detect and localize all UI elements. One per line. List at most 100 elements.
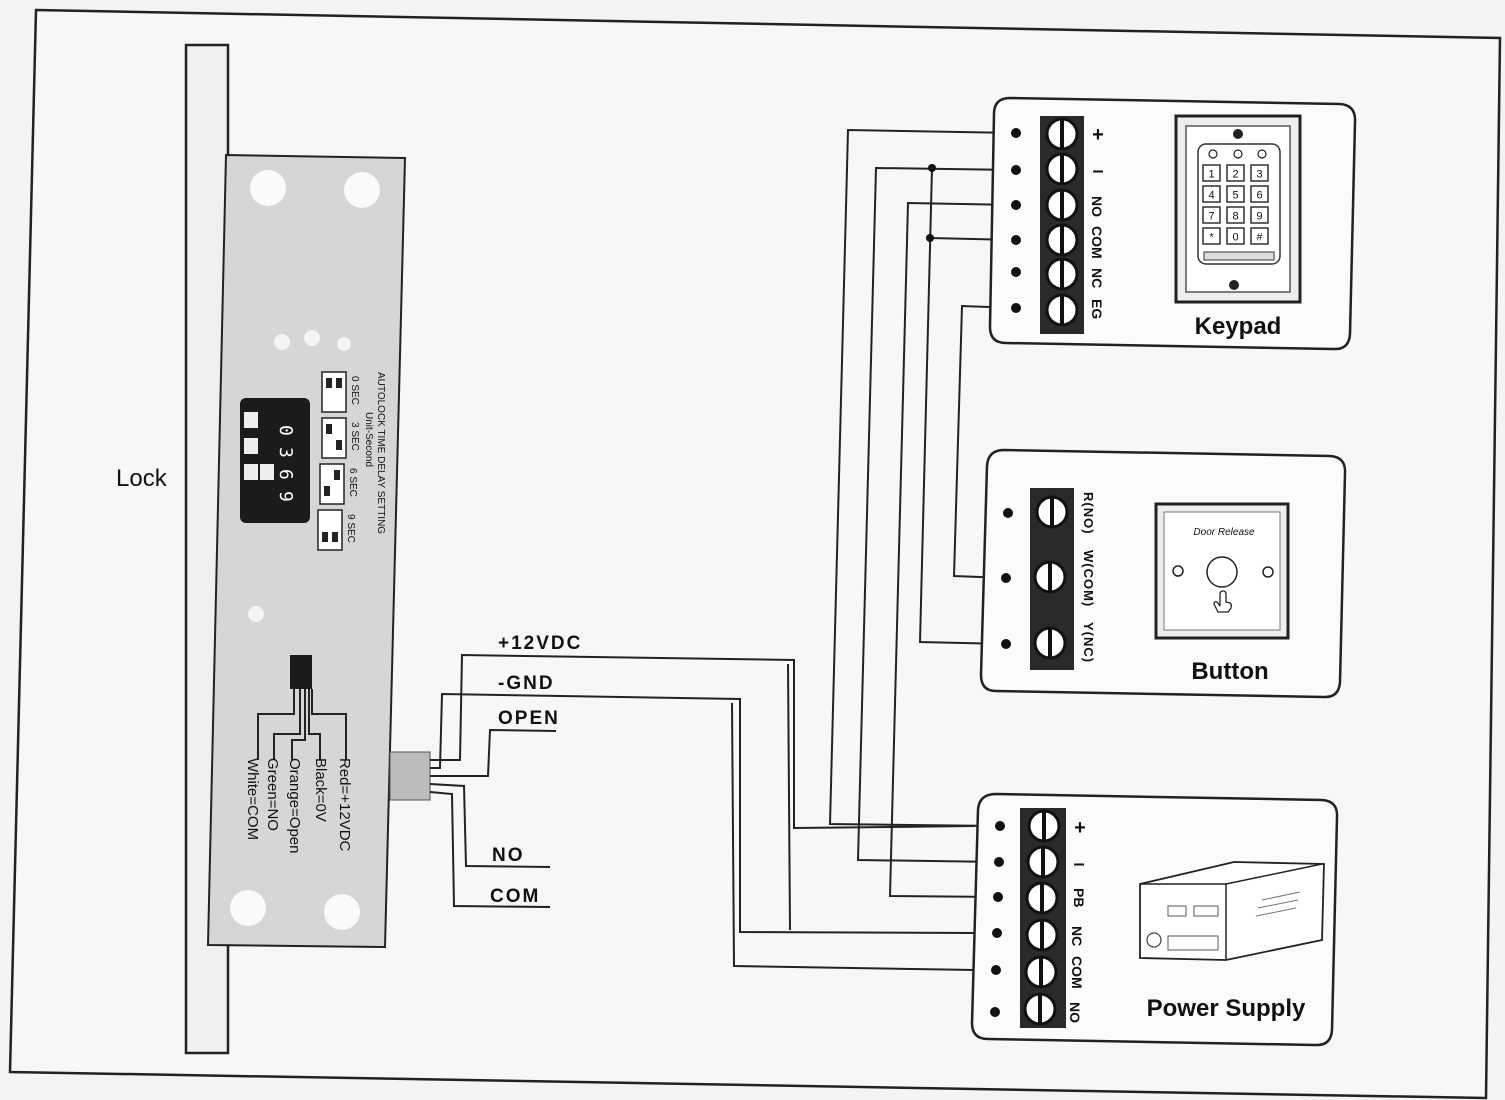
psu-label-area bbox=[1167, 905, 1187, 917]
keypad-key[interactable] bbox=[1250, 185, 1269, 203]
wire-gnd bbox=[430, 692, 976, 934]
terminal-dot-icon bbox=[1003, 508, 1013, 518]
keypad-terminal-nc: NC bbox=[1089, 268, 1105, 288]
interconnect-wires bbox=[828, 128, 1017, 898]
keypad-key-label: 2 bbox=[1232, 169, 1238, 181]
keypad-key[interactable] bbox=[1202, 206, 1221, 224]
keypad-terminal-no: NO bbox=[1089, 196, 1105, 217]
ps-terminal-nc: NC bbox=[1069, 926, 1085, 946]
lock-cables bbox=[429, 653, 976, 971]
dip-lever-icon bbox=[336, 440, 342, 450]
keypad-key[interactable] bbox=[1202, 185, 1221, 203]
keypad-key[interactable] bbox=[1226, 185, 1245, 203]
button-terminal-y: Y(NC) bbox=[1081, 622, 1096, 663]
keypad-terminal-plus: + bbox=[1092, 124, 1104, 146]
label-no: NO bbox=[492, 845, 525, 866]
label-open: OPEN bbox=[498, 708, 560, 729]
keypad-screw-icon bbox=[1229, 280, 1239, 290]
wire-legend-red: Red=+12VDC bbox=[336, 758, 353, 852]
keypad-key[interactable] bbox=[1202, 164, 1221, 182]
keypad-key[interactable] bbox=[1226, 164, 1245, 182]
keypad-terminal-com: COM bbox=[1089, 226, 1105, 259]
label-plus12vdc: +12VDC bbox=[498, 633, 582, 654]
keypad-key-label: 6 bbox=[1256, 190, 1262, 202]
delay-0-label: 0 SEC bbox=[349, 376, 360, 405]
junction-dot-icon bbox=[926, 234, 934, 242]
lock-wire-bundle bbox=[257, 689, 347, 760]
terminal-dot-icon bbox=[1011, 165, 1021, 175]
screw-hole-icon bbox=[337, 337, 351, 351]
release-button[interactable] bbox=[1206, 556, 1238, 588]
ps-terminal-no: NO bbox=[1067, 1002, 1083, 1023]
dip-digit-0: 0 bbox=[275, 425, 296, 436]
led-indicator-icon bbox=[1257, 149, 1267, 159]
dip-digit-3: 3 bbox=[275, 447, 296, 458]
wire-legend-green: Green=NO bbox=[264, 758, 281, 831]
keypad-key[interactable] bbox=[1250, 227, 1269, 245]
keypad-terminal-screws bbox=[1045, 117, 1079, 327]
junction-dot-icon bbox=[928, 164, 936, 172]
power-supply-device bbox=[1139, 861, 1325, 961]
cable-gland bbox=[389, 751, 431, 801]
door-release-text: Door Release bbox=[1193, 527, 1255, 538]
dip-switch[interactable] bbox=[240, 398, 310, 523]
keypad-key[interactable] bbox=[1226, 206, 1245, 224]
psu-edge bbox=[1225, 863, 1323, 885]
keypad-key[interactable] bbox=[1226, 227, 1245, 245]
ps-terminal-pb: PB bbox=[1071, 888, 1087, 907]
delay-6-label: 6 SEC bbox=[347, 468, 358, 497]
screw-slot-icon bbox=[1038, 812, 1046, 1023]
wire-legend-black: Black=0V bbox=[312, 758, 329, 822]
terminal-dot-icon bbox=[991, 965, 1001, 975]
dip-lever-icon bbox=[336, 378, 342, 388]
terminal-dot-icon bbox=[1011, 303, 1021, 313]
wire-keypad-minus-to-ps bbox=[856, 166, 1017, 863]
keypad-title: Keypad bbox=[1195, 313, 1282, 340]
keypad-key[interactable] bbox=[1202, 227, 1221, 245]
wire-link bbox=[787, 663, 791, 931]
dip-lever-icon bbox=[326, 424, 332, 434]
dip-lever-icon bbox=[332, 532, 338, 542]
autolock-title: AUTOLOCK TIME DELAY SETTING bbox=[375, 372, 386, 534]
keypad-slot bbox=[1203, 251, 1275, 261]
keypad-key[interactable] bbox=[1250, 164, 1269, 182]
screw-hole-icon bbox=[304, 330, 320, 346]
lock-title: Lock bbox=[116, 465, 168, 492]
psu-label-area bbox=[1167, 935, 1219, 951]
wire-keypad-plus-to-ps bbox=[828, 128, 1017, 827]
screw-hole-icon bbox=[274, 334, 290, 350]
delay-diagrams bbox=[317, 371, 347, 551]
terminal-dot-icon bbox=[990, 1007, 1000, 1017]
mount-hole-icon bbox=[250, 170, 286, 206]
dip-switch-slot bbox=[260, 464, 274, 480]
screw-slot-icon bbox=[1048, 498, 1054, 657]
wire-legend-white: White=COM bbox=[244, 758, 261, 840]
wire-open-to-ps bbox=[731, 702, 976, 971]
dip-switch-slot bbox=[244, 412, 258, 428]
terminal-dot-icon bbox=[1011, 235, 1021, 245]
delay-3-label: 3 SEC bbox=[349, 422, 360, 451]
wire-keypad-no-to-ps bbox=[888, 201, 1017, 898]
dip-lever-icon bbox=[334, 470, 340, 480]
dip-digit-6: 6 bbox=[275, 469, 296, 480]
dip-switch-slot bbox=[244, 464, 258, 480]
mount-hole-icon bbox=[230, 890, 266, 926]
plate-screw-icon bbox=[1262, 566, 1274, 578]
lock-unit: Lock 0 3 6 9 0 SEC 3 SEC 6 SEC 9 SEC bbox=[116, 43, 431, 1055]
delay-diagram bbox=[319, 463, 345, 505]
dip-digit-9: 9 bbox=[275, 491, 296, 502]
keypad-key[interactable] bbox=[1250, 206, 1269, 224]
delay-diagram bbox=[321, 417, 347, 459]
keypad-key-label: 8 bbox=[1232, 211, 1238, 223]
ps-terminal-plus: + bbox=[1074, 817, 1086, 839]
keypad-key-label: # bbox=[1256, 232, 1263, 244]
keypad-key-label: * bbox=[1209, 232, 1214, 244]
keypad-key-label: 4 bbox=[1208, 190, 1214, 202]
dip-lever-icon bbox=[326, 378, 332, 388]
wire-bundle-connector bbox=[290, 655, 312, 689]
terminal-dot-icon bbox=[993, 892, 1003, 902]
